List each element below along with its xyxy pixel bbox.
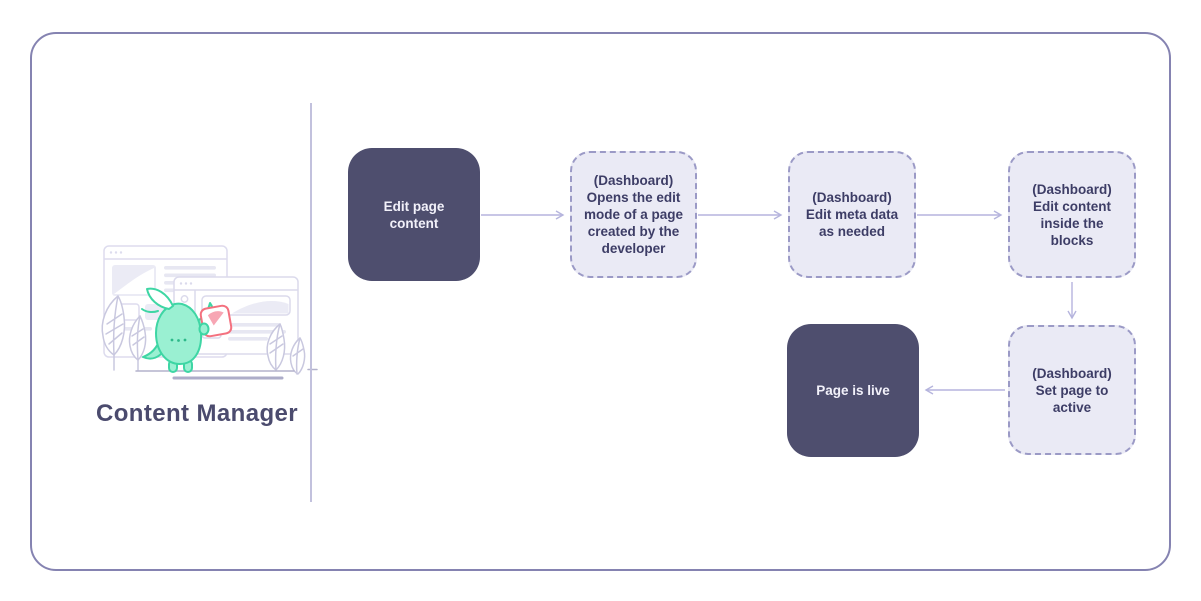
flow-node-label: (Dashboard) Opens the edit mode of a pag… xyxy=(583,173,683,256)
content-manager-illustration xyxy=(101,245,318,380)
flow-node-page-is-live: Page is live xyxy=(787,324,919,457)
plant-left-icon xyxy=(101,295,147,371)
mascot-hand xyxy=(198,322,210,336)
ground-line xyxy=(135,368,318,380)
flow-node-edit-content-blocks: (Dashboard) Edit content inside the bloc… xyxy=(1008,151,1136,278)
panel-divider xyxy=(310,103,312,502)
panel-title: Content Manager xyxy=(95,400,298,427)
flow-node-label: (Dashboard) Edit meta data as needed xyxy=(805,190,899,239)
flow-node-open-edit-mode: (Dashboard) Opens the edit mode of a pag… xyxy=(570,151,697,278)
flow-node-label: (Dashboard) Edit content inside the bloc… xyxy=(1032,181,1112,248)
flow-node-label: Page is live xyxy=(816,383,890,398)
outer-frame: Content Manager xyxy=(30,32,1171,571)
flow-node-label: Edit page content xyxy=(383,198,445,231)
flow-node-edit-meta-data: (Dashboard) Edit meta data as needed xyxy=(788,151,916,278)
flow-node-set-page-active: (Dashboard) Set page to active xyxy=(1008,325,1136,455)
plant-right-icon xyxy=(266,323,306,375)
flow-node-label: (Dashboard) Set page to active xyxy=(1032,365,1112,415)
flow-node-edit-page-content: Edit page content xyxy=(348,148,480,281)
